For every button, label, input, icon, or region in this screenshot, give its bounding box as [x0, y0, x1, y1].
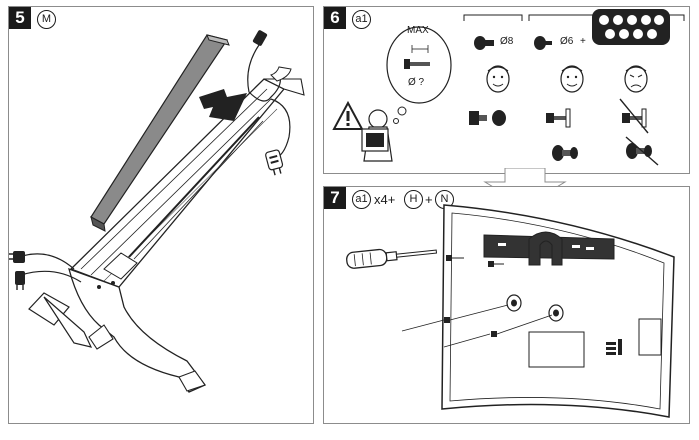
stand-base	[68, 267, 207, 393]
part-n-label: N	[435, 190, 454, 209]
warning-icon	[332, 100, 364, 130]
diameter-8-label: Ø8	[500, 36, 514, 47]
step-6-panel: 6 a1	[323, 6, 690, 174]
not-ok-face-icon	[624, 65, 648, 93]
step-6-number: 6	[324, 7, 346, 29]
screw-top-left-icon	[446, 255, 464, 261]
power-cable	[270, 98, 291, 160]
plug-left2-icon	[15, 271, 25, 290]
unknown-diameter-label: Ø ?	[408, 77, 425, 88]
plug-left-icon	[9, 251, 25, 263]
max-label: MAX	[407, 25, 429, 36]
cable-left-2	[20, 270, 82, 283]
cable-top	[247, 44, 281, 102]
step-5-number: 5	[9, 7, 31, 29]
plus-sign-2: +	[425, 192, 433, 207]
spacer-bag-icon	[592, 9, 670, 45]
ok-face-icon-2	[560, 65, 584, 93]
screw-bottom-left-icon	[444, 304, 509, 323]
plus-sign: +	[580, 36, 586, 47]
step-7-panel: 7 a1 x4+ H + N	[323, 186, 690, 424]
spacer-right-icon	[548, 304, 564, 322]
step-7-number: 7	[324, 187, 346, 209]
wrong-spacer-icon	[625, 136, 659, 166]
screw-selection-illustration	[332, 9, 685, 166]
part-a1-label: a1	[352, 10, 371, 29]
screw-mount-m6-spacer	[546, 108, 571, 128]
screw-top2-icon	[488, 261, 504, 267]
part-m-label: M	[37, 10, 56, 29]
person-reading-icon	[361, 109, 393, 162]
wrong-mount-icon	[619, 98, 649, 134]
part-a1-label-2: a1	[352, 190, 371, 209]
stand-assembly-illustration	[9, 30, 305, 393]
spacer-screw-icon	[552, 145, 578, 161]
power-plug-icon	[265, 149, 284, 176]
cable-left-1	[18, 253, 75, 270]
ok-face-icon	[486, 65, 510, 93]
screw-m6-icon	[534, 36, 552, 50]
diameter-6-label: Ø6	[560, 36, 574, 47]
screw-bottom2-icon	[491, 314, 553, 337]
step-5-panel: 5 M	[8, 6, 314, 424]
screwdriver-icon	[346, 248, 438, 269]
screw-icon	[404, 59, 430, 69]
mount-bracket	[483, 234, 615, 260]
screw-m8-icon	[474, 36, 494, 50]
screw-mount-m8	[469, 110, 506, 126]
spacer-left-icon	[506, 294, 522, 312]
wall-mount-illustration	[346, 204, 675, 418]
part-h-label: H	[404, 190, 423, 209]
quantity-label: x4+	[374, 192, 396, 207]
insert-arrow-icon	[199, 89, 247, 121]
